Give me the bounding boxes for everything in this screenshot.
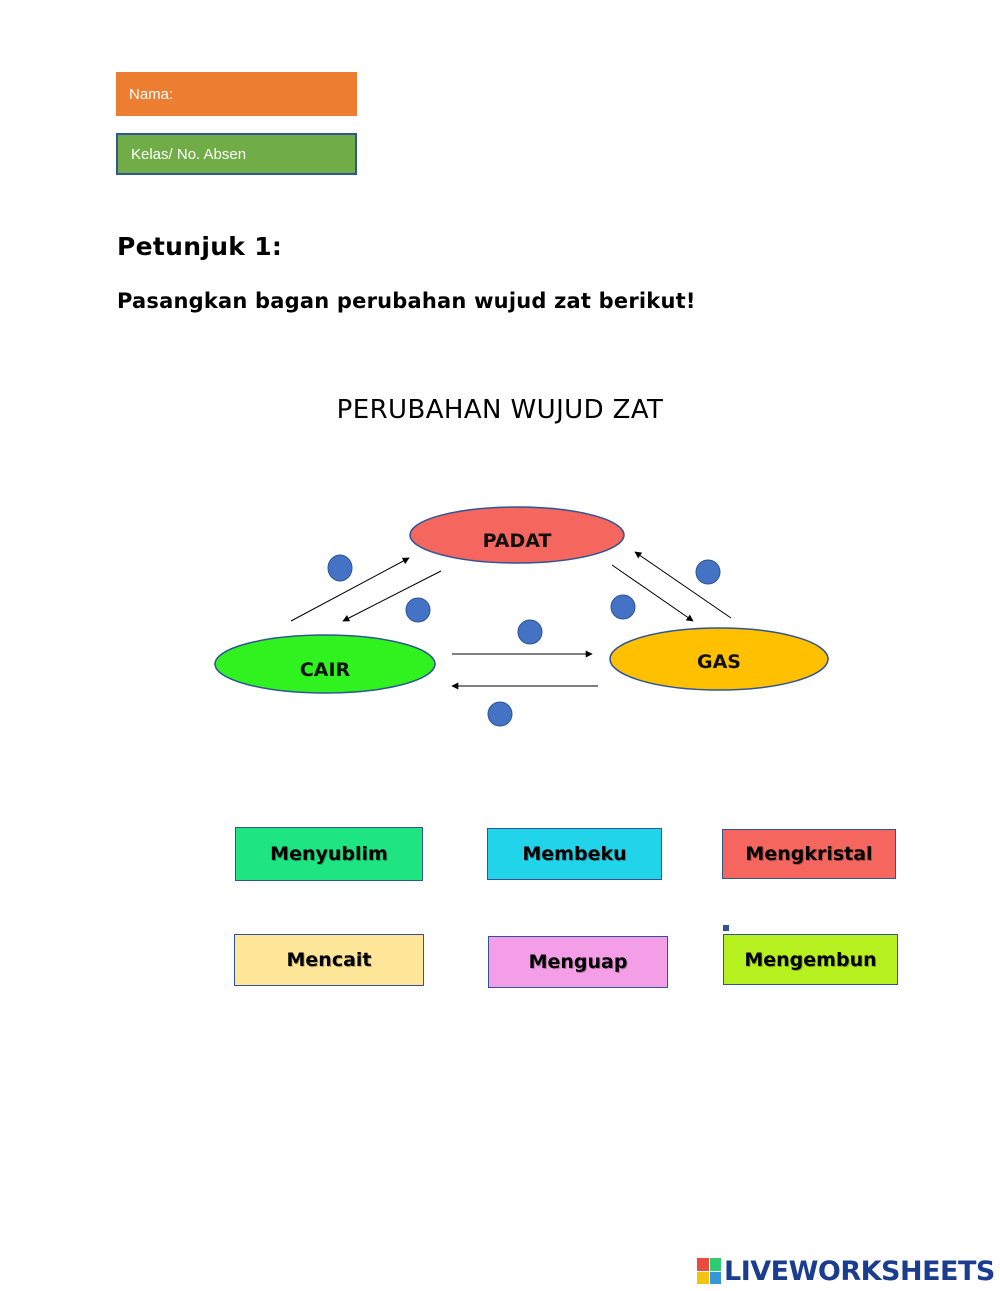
instruction-text: Pasangkan bagan perubahan wujud zat beri…: [117, 289, 696, 313]
answer-chip-menguap[interactable]: Menguap: [488, 936, 668, 988]
drop-target-dot[interactable]: [517, 619, 543, 645]
arrow-cair-to-padat: [290, 557, 410, 622]
arrow-padat-to-cair: [342, 570, 442, 622]
drop-target-dot[interactable]: [695, 559, 721, 585]
state-gas: GAS: [609, 627, 829, 691]
answer-chip-membeku[interactable]: Membeku: [487, 828, 662, 880]
drop-target-dot[interactable]: [610, 594, 636, 620]
drop-target-dot[interactable]: [405, 597, 431, 623]
answer-chip-label: Mencait: [286, 949, 372, 971]
answer-chip-label: Menyublim: [270, 843, 388, 865]
answer-chip-mengembun[interactable]: Mengembun: [723, 934, 898, 985]
answer-chip-label: Membeku: [522, 843, 627, 865]
resize-handle: [723, 925, 729, 931]
state-cair: CAIR: [214, 634, 436, 694]
arrow-padat-to-gas: [611, 564, 694, 622]
drop-target-dot[interactable]: [327, 554, 353, 582]
drop-target-dot[interactable]: [487, 701, 513, 727]
answer-chip-menyublim[interactable]: Menyublim: [235, 827, 423, 881]
answer-chip-mengkristal[interactable]: Mengkristal: [722, 829, 896, 879]
class-number-field[interactable]: Kelas/ No. Absen: [116, 133, 357, 175]
answer-chip-label: Menguap: [528, 951, 628, 973]
answer-chip-label: Mengkristal: [745, 843, 873, 865]
answer-chip-mencait[interactable]: Mencait: [234, 934, 424, 986]
class-number-field-label: Kelas/ No. Absen: [131, 145, 247, 163]
liveworksheets-logo: LIVEWORKSHEETS: [697, 1255, 995, 1287]
name-field[interactable]: Nama:: [116, 72, 357, 116]
instruction-heading: Petunjuk 1:: [117, 232, 283, 261]
answer-chip-label: Mengembun: [744, 948, 877, 971]
logo-text: LIVEWORKSHEETS: [724, 1255, 995, 1287]
name-field-label: Nama:: [129, 85, 174, 103]
state-padat: PADAT: [409, 506, 625, 564]
state-padat-label: PADAT: [483, 530, 552, 552]
liveworksheets-mark-icon: [697, 1258, 721, 1284]
state-cair-label: CAIR: [300, 659, 351, 681]
diagram-title: PERUBAHAN WUJUD ZAT: [336, 395, 664, 425]
state-gas-label: GAS: [697, 651, 741, 673]
arrow-gas-to-padat: [634, 551, 732, 619]
